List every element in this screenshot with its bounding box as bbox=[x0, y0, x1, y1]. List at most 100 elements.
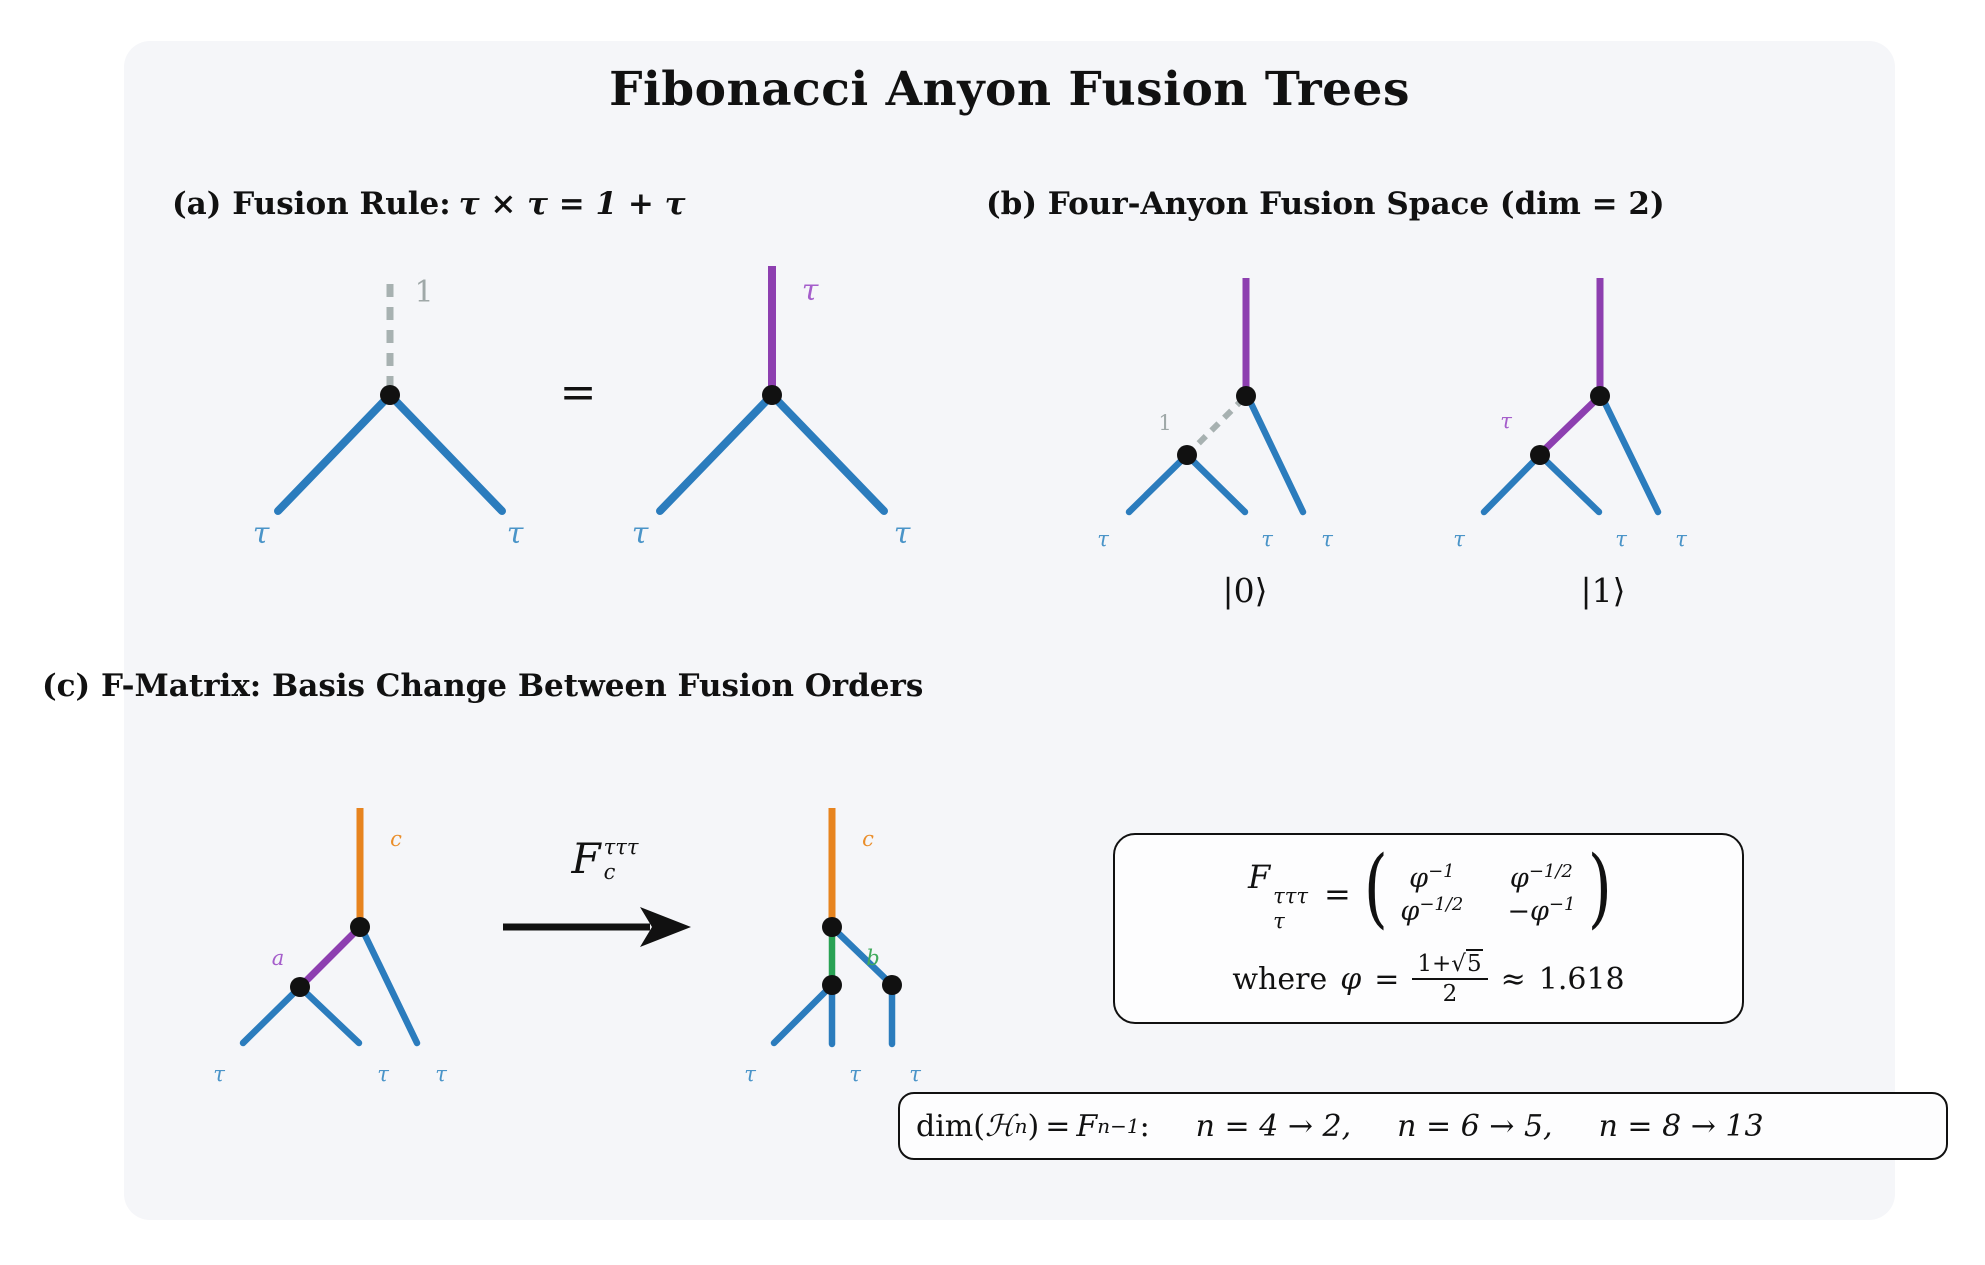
internal-vacuum-label: 1 bbox=[1158, 411, 1171, 435]
matrix-entry-10: φ−1/2 bbox=[1400, 893, 1464, 927]
left-paren: ( bbox=[1363, 837, 1388, 938]
tau-label: τ bbox=[253, 516, 270, 551]
tau-label: τ bbox=[894, 516, 911, 551]
where-word: where bbox=[1232, 961, 1328, 997]
right-paren: ) bbox=[1588, 837, 1613, 938]
tau-label: τ bbox=[1321, 527, 1333, 551]
tau-label: τ bbox=[377, 1062, 389, 1086]
approx-symbol: ≈ bbox=[1500, 961, 1526, 997]
fusion-vertex-dot bbox=[1530, 445, 1550, 465]
tau-label: τ bbox=[849, 1062, 861, 1086]
tau-label: τ bbox=[435, 1062, 447, 1086]
section-c-heading: (c) F-Matrix: Basis Change Between Fusio… bbox=[42, 668, 924, 704]
fusion-vertex-dot bbox=[380, 385, 400, 405]
matrix-entry-01: φ−1/2 bbox=[1509, 860, 1573, 894]
tree-c-right-order: c b τ τ τ bbox=[744, 808, 921, 1086]
vacuum-label: 1 bbox=[414, 275, 433, 310]
charge-c-label: c bbox=[390, 827, 402, 851]
dim-colon: : bbox=[1139, 1108, 1150, 1144]
tau-leg bbox=[1183, 451, 1249, 516]
f-matrix-superscript: τττ bbox=[1273, 884, 1309, 909]
internal-a-edge bbox=[298, 924, 363, 989]
golden-ratio-fraction: 1+√5 2 bbox=[1412, 948, 1488, 1010]
f-matrix-subscript: τ bbox=[1273, 909, 1285, 934]
tau-label: τ bbox=[744, 1062, 756, 1086]
tau-leg bbox=[1536, 451, 1603, 516]
tau-label: τ bbox=[1453, 527, 1465, 551]
tau-label: τ bbox=[213, 1062, 225, 1086]
ket-zero-label: |0⟩ bbox=[1223, 571, 1268, 610]
tau-leg bbox=[358, 925, 421, 1047]
tau-leg bbox=[1598, 393, 1662, 516]
fusion-vertex-dot bbox=[350, 917, 370, 937]
tau-label: τ bbox=[1097, 527, 1109, 551]
tau-leg bbox=[296, 983, 363, 1047]
tau-label: τ bbox=[507, 516, 524, 551]
tau-label: τ bbox=[632, 516, 649, 551]
internal-tau-label: τ bbox=[1500, 409, 1512, 433]
phi-equals: = bbox=[1374, 961, 1400, 997]
tau-leg bbox=[656, 391, 776, 515]
tau-leg bbox=[386, 391, 506, 515]
tau-label: τ bbox=[1261, 527, 1273, 551]
internal-b-label: b bbox=[866, 946, 879, 970]
tree-a-tau: τ τ τ bbox=[632, 266, 911, 551]
hilbert-symbol: ℋ bbox=[984, 1108, 1015, 1144]
dim-equals: = bbox=[1045, 1108, 1071, 1144]
f-move-base: F bbox=[571, 834, 601, 883]
fusion-vertex-dot bbox=[822, 975, 842, 995]
f-move-superscript: τττ bbox=[603, 834, 639, 859]
internal-vacuum-edge bbox=[1187, 395, 1247, 455]
f-move-subscript: c bbox=[603, 859, 616, 884]
fusion-vertex-dot bbox=[290, 977, 310, 997]
tau-label: τ bbox=[1675, 527, 1687, 551]
tau-label: τ bbox=[909, 1062, 921, 1086]
fusion-vertex-dot bbox=[1236, 386, 1256, 406]
arrow-head bbox=[640, 907, 691, 947]
right-branch-edge bbox=[831, 926, 893, 986]
fusion-vertex-dot bbox=[1177, 445, 1197, 465]
tau-leg bbox=[1125, 451, 1191, 516]
f-matrix-equals: = bbox=[1324, 874, 1351, 913]
equals-sign: = bbox=[560, 367, 597, 418]
fusion-vertex-dot bbox=[762, 385, 782, 405]
tau-channel-label: τ bbox=[802, 273, 819, 308]
matrix-entry-11: −φ−1 bbox=[1507, 893, 1576, 927]
tau-leg bbox=[274, 391, 394, 515]
tree-b-ket0: 1 τ τ τ |0⟩ bbox=[1097, 278, 1333, 610]
tau-leg bbox=[1480, 451, 1544, 516]
charge-c-label: c bbox=[862, 827, 874, 851]
internal-tau-edge bbox=[1537, 393, 1603, 457]
fraction-numerator: 1+√5 bbox=[1412, 948, 1488, 981]
golden-ratio-definition: where φ = 1+√5 2 ≈ 1.618 bbox=[1232, 948, 1625, 1010]
internal-a-label: a bbox=[272, 946, 285, 970]
dim-case-n8: n = 8 → 13 bbox=[1598, 1108, 1764, 1144]
phi-symbol: φ bbox=[1340, 961, 1362, 997]
tau-leg bbox=[768, 391, 888, 515]
tree-c-left-order: c a τ τ τ bbox=[213, 808, 447, 1086]
tau-leg bbox=[1244, 393, 1307, 516]
hilbert-subscript: n bbox=[1014, 1114, 1028, 1138]
tree-a-vacuum: 1 τ τ bbox=[253, 275, 524, 551]
fibonacci-subscript: n−1 bbox=[1097, 1114, 1140, 1138]
section-a-heading-formula: τ × τ = 1 + τ bbox=[458, 186, 686, 222]
tau-label: τ bbox=[1615, 527, 1627, 551]
tree-b-ket1: τ τ τ τ |1⟩ bbox=[1453, 278, 1687, 610]
dim-close: ) bbox=[1027, 1108, 1040, 1144]
figure-title: Fibonacci Anyon Fusion Trees bbox=[609, 62, 1410, 117]
fusion-vertex-dot bbox=[882, 975, 902, 995]
dim-open: dim( bbox=[916, 1108, 985, 1144]
f-move-arrow bbox=[503, 907, 691, 947]
fusion-vertex-dot bbox=[822, 917, 842, 937]
ket-one-label: |1⟩ bbox=[1581, 571, 1626, 610]
tau-leg bbox=[239, 983, 304, 1047]
section-a-heading: (a) Fusion Rule:τ × τ = 1 + τ bbox=[172, 186, 686, 222]
